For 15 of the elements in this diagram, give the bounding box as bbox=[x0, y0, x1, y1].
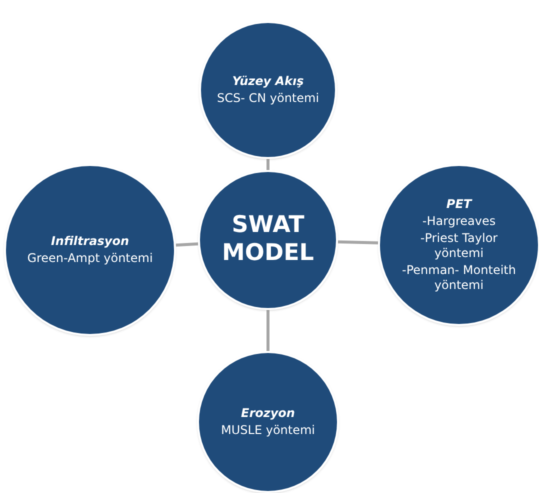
method-text: MUSLE yöntemi bbox=[221, 423, 315, 438]
connector-line bbox=[266, 310, 270, 351]
method-text: SCS- CN yöntemi bbox=[216, 91, 320, 106]
method-text: Green-Ampt yöntemi bbox=[27, 251, 153, 266]
center-title: SWAT MODEL bbox=[221, 212, 315, 268]
method-text: -Hargreaves bbox=[422, 214, 496, 229]
connector-line bbox=[266, 159, 270, 170]
connector-line bbox=[176, 242, 198, 247]
method-text: -Penman- Monteith yöntemi bbox=[401, 263, 517, 293]
topic-heading: Yüzey Akış bbox=[232, 74, 304, 89]
method-text: -Priest Taylor yöntemi bbox=[419, 231, 499, 261]
topic-heading: Erozyon bbox=[241, 406, 295, 421]
topic-heading: PET bbox=[446, 197, 472, 212]
connector-line bbox=[338, 240, 378, 244]
topic-heading: Infiltrasyon bbox=[50, 234, 130, 249]
